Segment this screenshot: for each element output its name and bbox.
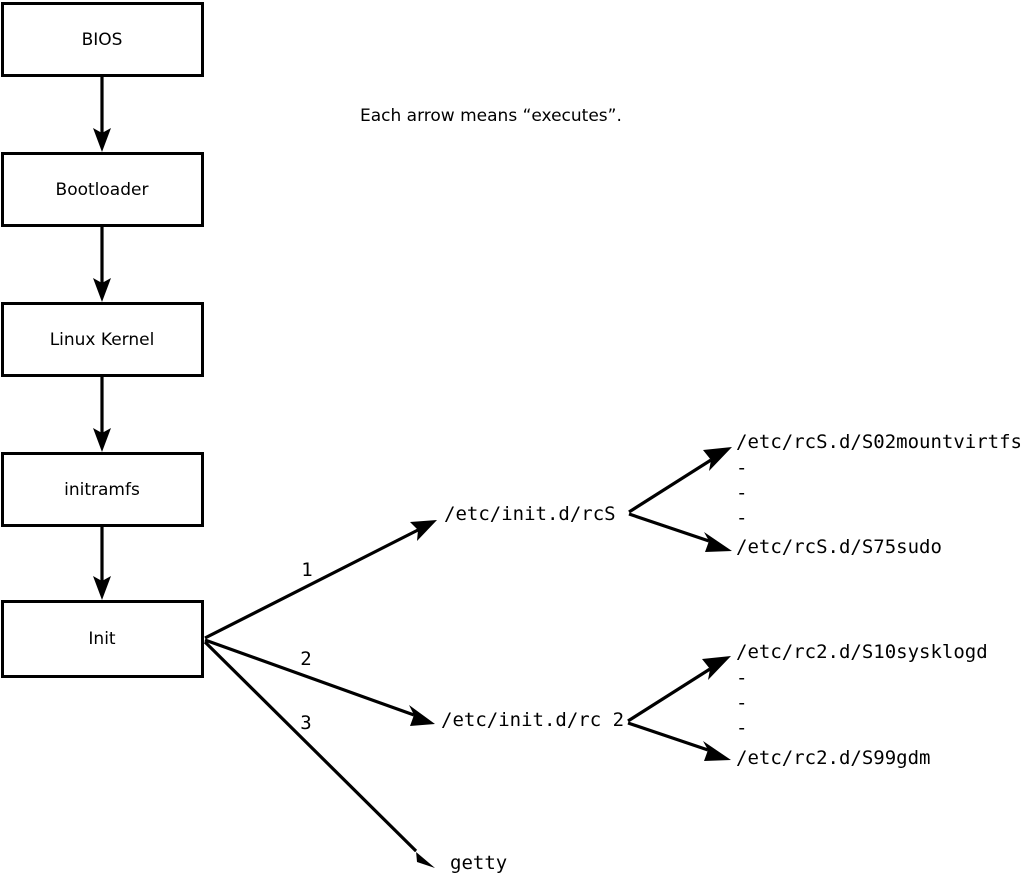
node-init[interactable]: Init bbox=[1, 600, 204, 678]
rcs-scripts-group: /etc/rcS.d/S02mountvirtfs - - - /etc/rcS… bbox=[628, 431, 1022, 558]
arrow-head-icon bbox=[409, 846, 435, 868]
node-bios-label: BIOS bbox=[82, 30, 123, 50]
rc2-ellipsis-dash-2: - bbox=[736, 692, 747, 714]
rc2-last-script-label: /etc/rc2.d/S99gdm bbox=[736, 747, 930, 769]
arrow-initramfs-to-init bbox=[93, 526, 111, 600]
arrow-head-icon bbox=[93, 576, 111, 600]
node-bootloader-label: Bootloader bbox=[56, 180, 149, 200]
branch-3-target-label: getty bbox=[450, 852, 507, 874]
node-kernel[interactable]: Linux Kernel bbox=[1, 302, 204, 377]
arrow-head-icon bbox=[702, 656, 731, 680]
init-branches-group: 1 /etc/init.d/rcS 2 /etc/init.d/rc 2 3 g… bbox=[203, 503, 624, 874]
branch-2-number: 2 bbox=[300, 648, 311, 670]
arrow-head-icon bbox=[410, 520, 437, 541]
branch-2-arrow bbox=[204, 638, 435, 726]
rcs-first-script-label: /etc/rcS.d/S02mountvirtfs bbox=[736, 431, 1022, 453]
arrow-kernel-to-initramfs bbox=[93, 376, 111, 452]
node-initramfs-rect[interactable] bbox=[1, 452, 204, 527]
branch-3-number: 3 bbox=[300, 712, 311, 734]
branch-1-number: 1 bbox=[301, 559, 312, 581]
branch-3-arrow bbox=[203, 640, 435, 868]
rc2-last-arrow bbox=[627, 721, 731, 761]
rcs-ellipsis-dash-3: - bbox=[736, 507, 747, 529]
arrow-head-icon bbox=[703, 741, 731, 761]
node-initramfs[interactable]: initramfs bbox=[1, 452, 204, 527]
node-init-rect[interactable] bbox=[1, 600, 204, 678]
node-initramfs-label: initramfs bbox=[64, 480, 140, 500]
branch-2-target-label: /etc/init.d/rc 2 bbox=[441, 709, 624, 731]
diagram-caption: Each arrow means “executes”. bbox=[360, 106, 622, 126]
rc2-ellipsis-dash-3: - bbox=[736, 717, 747, 739]
node-kernel-rect[interactable] bbox=[1, 302, 204, 377]
rc2-scripts-group: /etc/rc2.d/S10sysklogd - - - /etc/rc2.d/… bbox=[627, 641, 988, 769]
node-bootloader-rect[interactable] bbox=[1, 152, 204, 227]
node-bios-rect[interactable] bbox=[1, 2, 204, 77]
arrow-bootloader-to-kernel bbox=[93, 226, 111, 302]
rcs-ellipsis-dash-2: - bbox=[736, 482, 747, 504]
rc2-first-arrow bbox=[627, 656, 731, 723]
boot-chain-group: BIOS Bootloader Linux Kernel initramfs I… bbox=[1, 2, 204, 678]
node-init-label: Init bbox=[88, 629, 116, 649]
arrow-head-icon bbox=[703, 447, 732, 471]
arrow-head-icon bbox=[93, 428, 111, 452]
rc2-first-script-label: /etc/rc2.d/S10sysklogd bbox=[736, 641, 988, 663]
branch-1-target-label: /etc/init.d/rcS bbox=[444, 503, 616, 525]
rc2-ellipsis-dash-1: - bbox=[736, 667, 747, 689]
arrow-head-icon bbox=[704, 532, 732, 552]
arrow-head-icon bbox=[93, 278, 111, 302]
node-bootloader[interactable]: Bootloader bbox=[1, 152, 204, 227]
vertical-arrows-group bbox=[93, 76, 111, 600]
arrow-bios-to-bootloader bbox=[93, 76, 111, 152]
rcs-first-arrow bbox=[628, 447, 732, 514]
branch-1-arrow bbox=[204, 520, 437, 640]
arrow-head-icon bbox=[409, 705, 435, 726]
node-bios[interactable]: BIOS bbox=[1, 2, 204, 77]
arrow-head-icon bbox=[93, 128, 111, 152]
rcs-last-arrow bbox=[628, 512, 732, 552]
rcs-last-script-label: /etc/rcS.d/S75sudo bbox=[736, 536, 942, 558]
rcs-ellipsis-dash-1: - bbox=[736, 457, 747, 479]
node-kernel-label: Linux Kernel bbox=[50, 330, 155, 350]
